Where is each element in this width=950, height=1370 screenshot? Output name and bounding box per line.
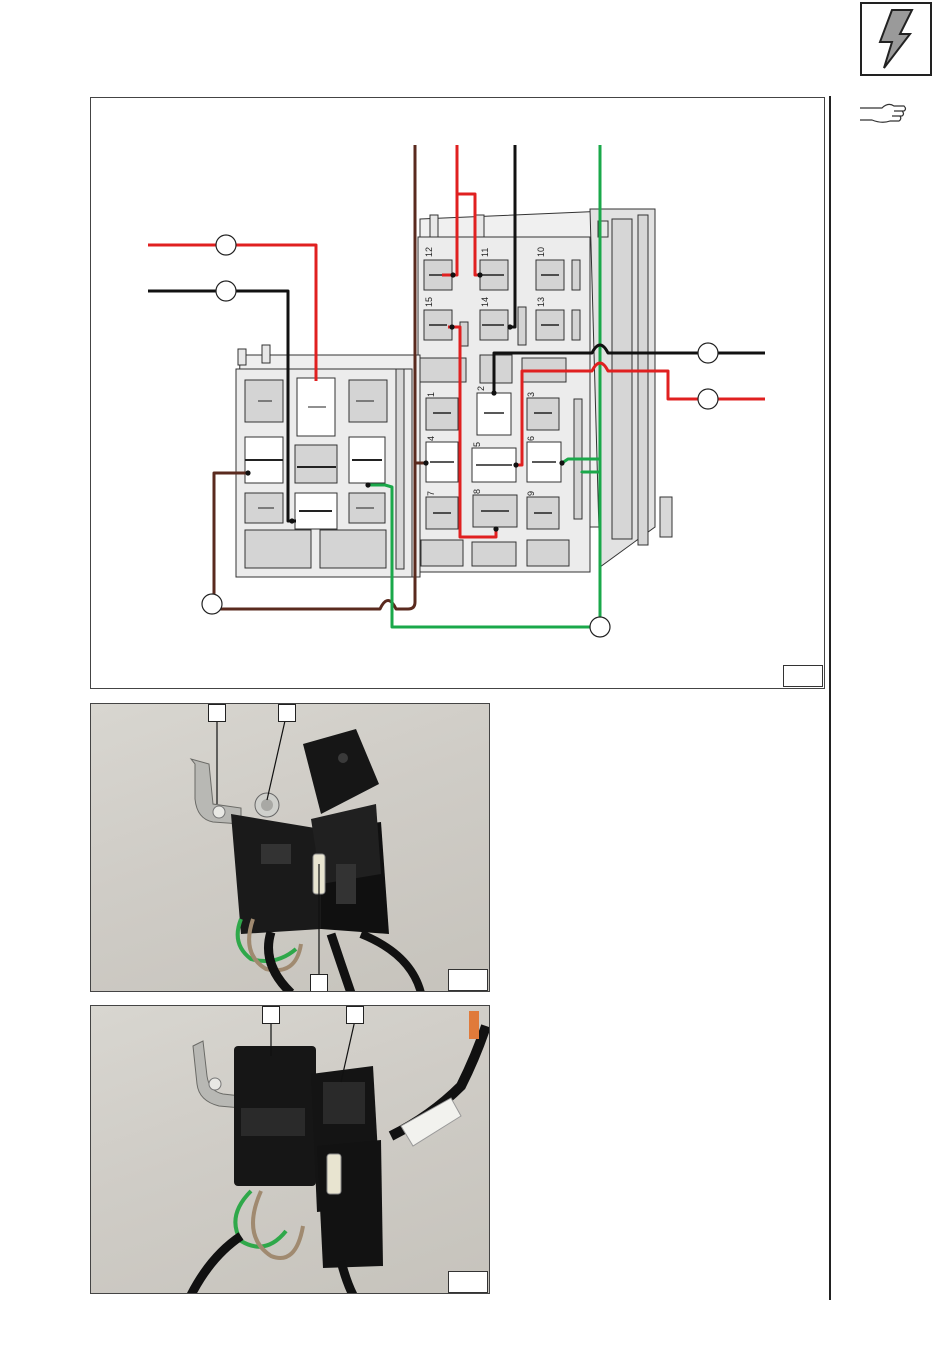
svg-text:12: 12 <box>424 247 434 257</box>
callout-box-2a <box>208 704 226 722</box>
relay-socket-photo-illustration <box>91 704 490 992</box>
svg-text:1: 1 <box>426 392 436 397</box>
figure-number-box-3 <box>448 1271 488 1293</box>
svg-text:9: 9 <box>526 491 536 496</box>
warning-icon-box <box>860 2 932 76</box>
callout-box-3b <box>346 1006 364 1024</box>
svg-text:7: 7 <box>426 491 436 496</box>
callout-box-3a <box>262 1006 280 1024</box>
wiring-diagram: 12 11 10 15 14 13 1 2 3 4 5 6 7 8 9 <box>90 97 825 689</box>
figure-number-box-2 <box>448 969 488 991</box>
svg-text:14: 14 <box>480 297 490 307</box>
svg-text:10: 10 <box>536 247 546 257</box>
pointing-hand-icon <box>858 98 908 126</box>
photo-relay-installed <box>90 1005 490 1294</box>
svg-text:5: 5 <box>472 442 482 447</box>
figure-number-box-1 <box>783 665 823 687</box>
svg-text:13: 13 <box>536 297 546 307</box>
photo-relay-socket <box>90 703 490 992</box>
svg-text:11: 11 <box>480 248 490 257</box>
svg-text:6: 6 <box>526 436 536 441</box>
svg-text:2: 2 <box>476 386 486 391</box>
callout-box-2b <box>278 704 296 722</box>
svg-text:15: 15 <box>424 297 434 307</box>
callout-box-2c <box>310 974 328 992</box>
lightning-bolt-icon <box>862 4 930 74</box>
margin-rule <box>829 96 831 1300</box>
svg-text:8: 8 <box>472 489 482 494</box>
svg-text:4: 4 <box>426 436 436 441</box>
svg-text:3: 3 <box>526 392 536 397</box>
relay-installed-photo-illustration <box>91 1006 490 1294</box>
